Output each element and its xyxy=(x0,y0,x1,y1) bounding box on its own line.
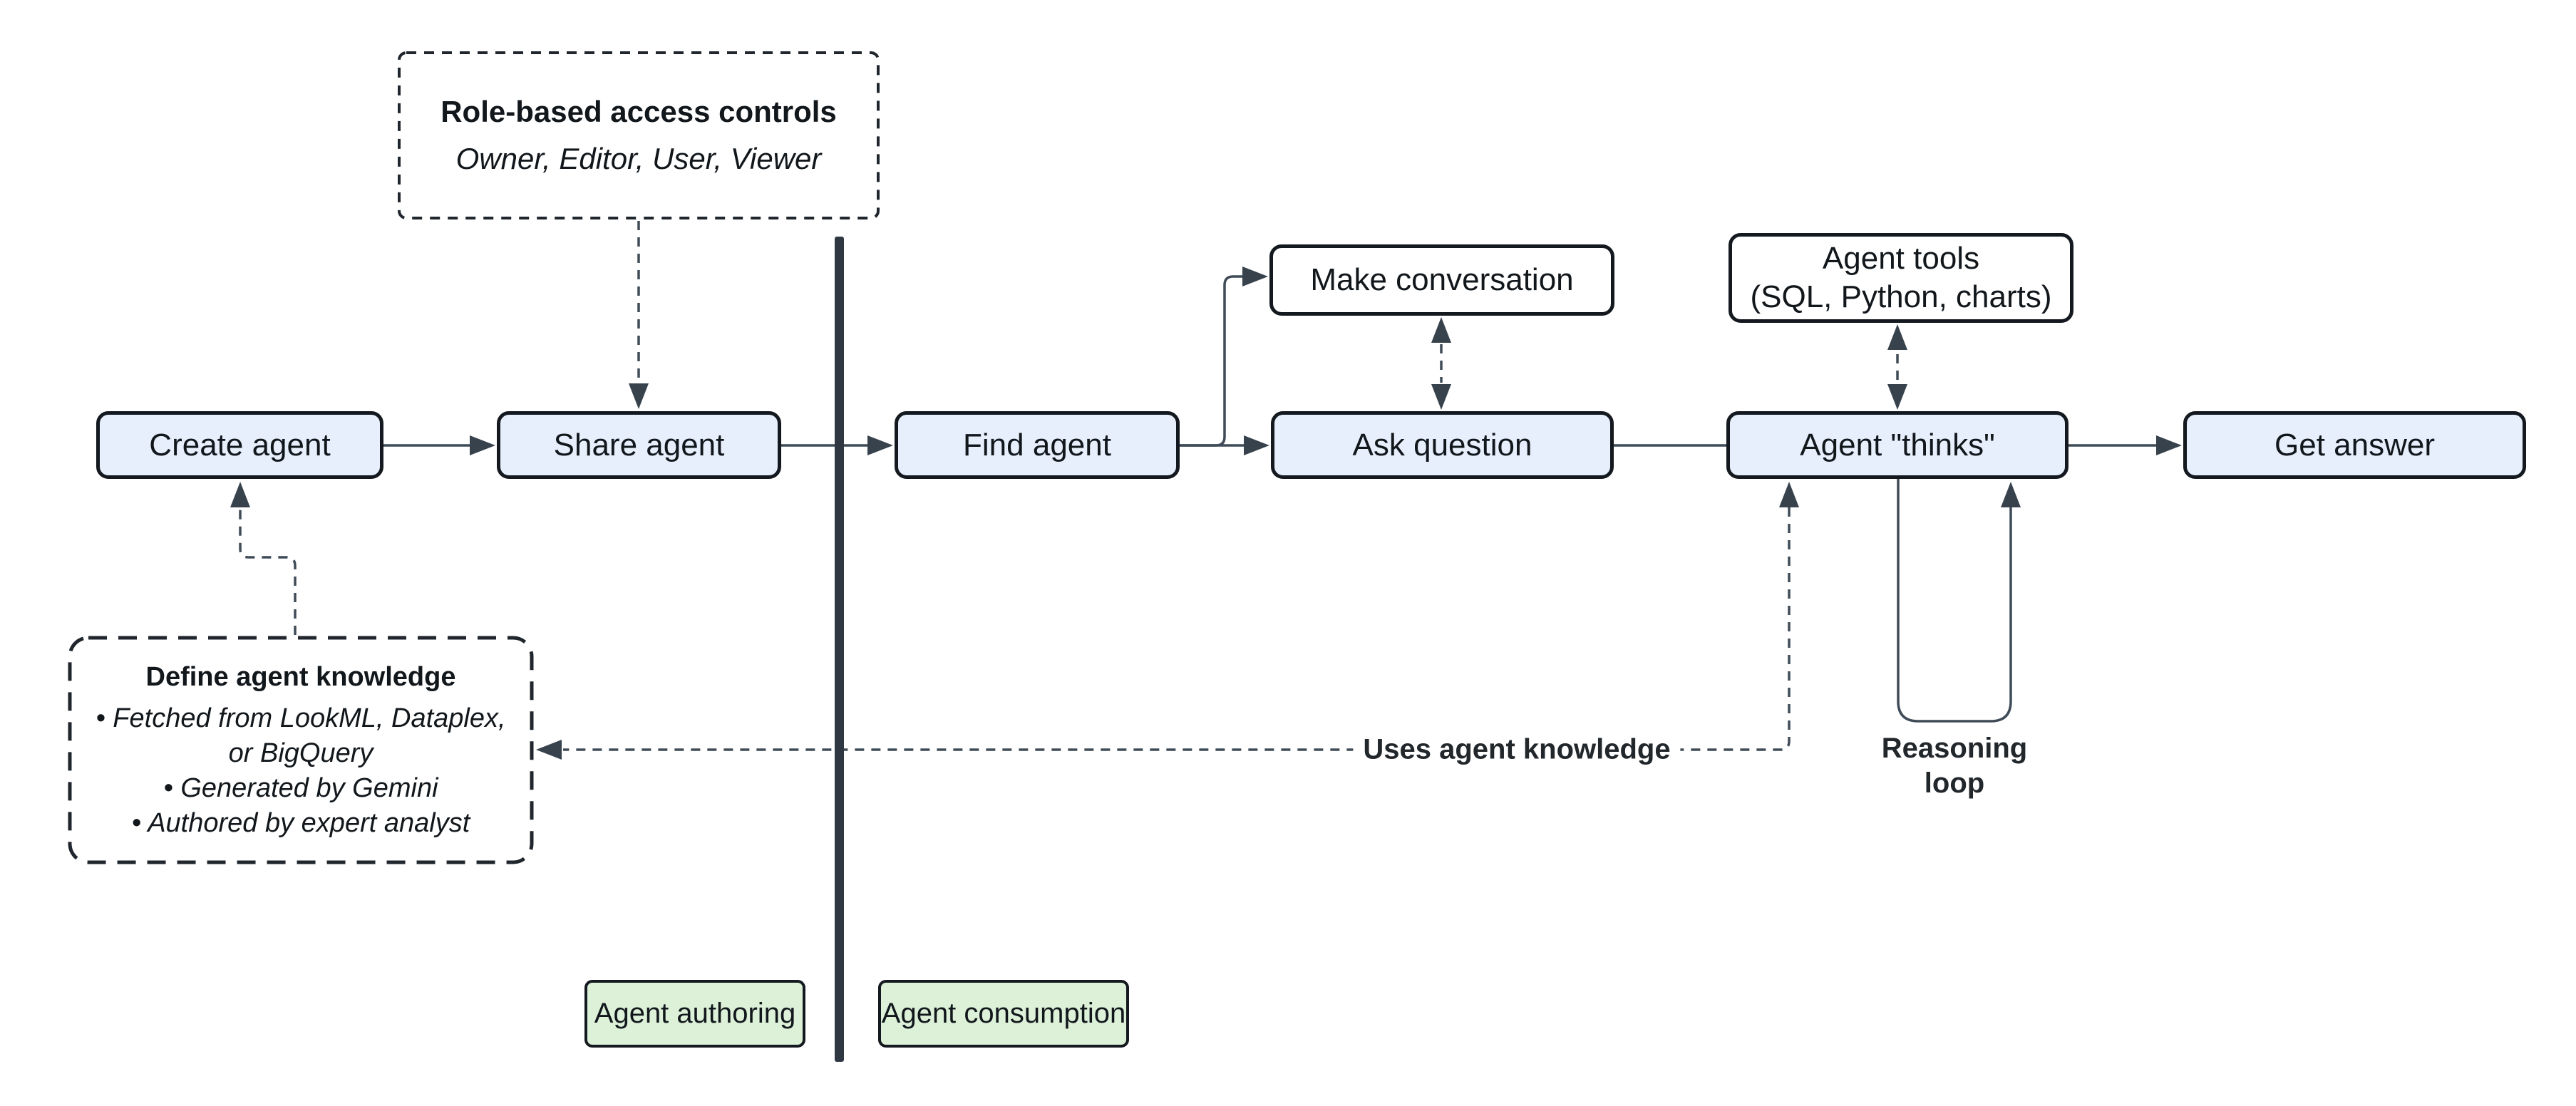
uses-agent-knowledge-label: Uses agent knowledge xyxy=(1353,732,1681,768)
arrowhead-knowledge-into-thinks xyxy=(1779,482,1799,507)
lane-label-agent-consumption-text: Agent consumption xyxy=(881,998,1126,1029)
node-agent-thinks-label: Agent "thinks" xyxy=(1800,427,1995,462)
node-make-conversation-label: Make conversation xyxy=(1310,262,1574,297)
arrowhead-into-tools-bottom xyxy=(1887,324,1907,350)
knowledge-bullet-1: • Fetched from LookML, Dataplex, xyxy=(96,703,506,733)
arrowhead-into-share-top xyxy=(629,383,649,409)
arrow-find-to-make-conversation xyxy=(1180,275,1242,447)
arrowhead-into-thinks-top xyxy=(1887,384,1907,410)
dashed-arrow-uses-knowledge xyxy=(563,507,1791,751)
knowledge-title: Define agent knowledge xyxy=(145,661,456,692)
node-get-answer: Get answer xyxy=(2183,411,2526,479)
node-share-agent: Share agent xyxy=(497,411,781,479)
arrowhead-into-make-conversation xyxy=(1242,267,1268,286)
lane-divider xyxy=(835,237,844,1062)
reasoning-loop-label-line2: loop xyxy=(1924,768,1985,799)
rbac-callout: Role-based access controls Owner, Editor… xyxy=(399,53,878,218)
arrowhead-into-make-conversation-bottom xyxy=(1431,317,1451,343)
dashed-arrow-knowledge-to-create xyxy=(239,507,297,635)
node-create-agent: Create agent xyxy=(96,411,383,479)
knowledge-callout: Define agent knowledge • Fetched from Lo… xyxy=(70,638,532,862)
lane-label-agent-consumption: Agent consumption xyxy=(878,980,1129,1048)
node-share-agent-label: Share agent xyxy=(553,427,725,462)
arrowhead-loop-into-thinks xyxy=(2001,482,2021,507)
node-find-agent-label: Find agent xyxy=(963,427,1111,462)
reasoning-loop-label: Reasoning loop xyxy=(1882,731,2027,801)
reasoning-loop-label-line1: Reasoning xyxy=(1881,733,2028,764)
node-make-conversation: Make conversation xyxy=(1269,244,1614,316)
rbac-title: Role-based access controls xyxy=(441,95,837,128)
arrowhead-into-share xyxy=(470,435,495,455)
reasoning-loop-path xyxy=(1897,479,2012,723)
node-ask-question: Ask question xyxy=(1271,411,1614,479)
rbac-subtitle: Owner, Editor, User, Viewer xyxy=(455,142,822,175)
rbac-callout-border xyxy=(398,51,880,219)
node-find-agent: Find agent xyxy=(895,411,1180,479)
arrowhead-into-create-bottom xyxy=(230,482,250,507)
node-create-agent-label: Create agent xyxy=(149,427,331,462)
arrowhead-into-get-answer xyxy=(2156,435,2182,455)
knowledge-bullet-3: • Authored by expert analyst xyxy=(131,807,470,838)
node-agent-tools: Agent tools (SQL, Python, charts) xyxy=(1729,233,2073,323)
knowledge-bullet-2: • Generated by Gemini xyxy=(163,772,438,803)
arrowhead-into-knowledge-box xyxy=(536,740,562,760)
lane-label-agent-authoring-text: Agent authoring xyxy=(594,998,796,1029)
knowledge-bullet-1-cont: or BigQuery xyxy=(228,738,373,768)
node-get-answer-label: Get answer xyxy=(2274,427,2435,462)
arrowhead-into-ask-top xyxy=(1431,384,1451,410)
node-ask-question-label: Ask question xyxy=(1352,427,1532,462)
node-agent-thinks: Agent "thinks" xyxy=(1726,411,2068,479)
arrowhead-into-ask xyxy=(1244,435,1269,455)
knowledge-callout-border xyxy=(68,636,534,864)
node-agent-tools-label-line1: Agent tools xyxy=(1822,241,1980,276)
arrowhead-into-find xyxy=(867,435,893,455)
node-agent-tools-label-line2: (SQL, Python, charts) xyxy=(1750,279,2052,314)
lane-label-agent-authoring: Agent authoring xyxy=(584,980,805,1048)
